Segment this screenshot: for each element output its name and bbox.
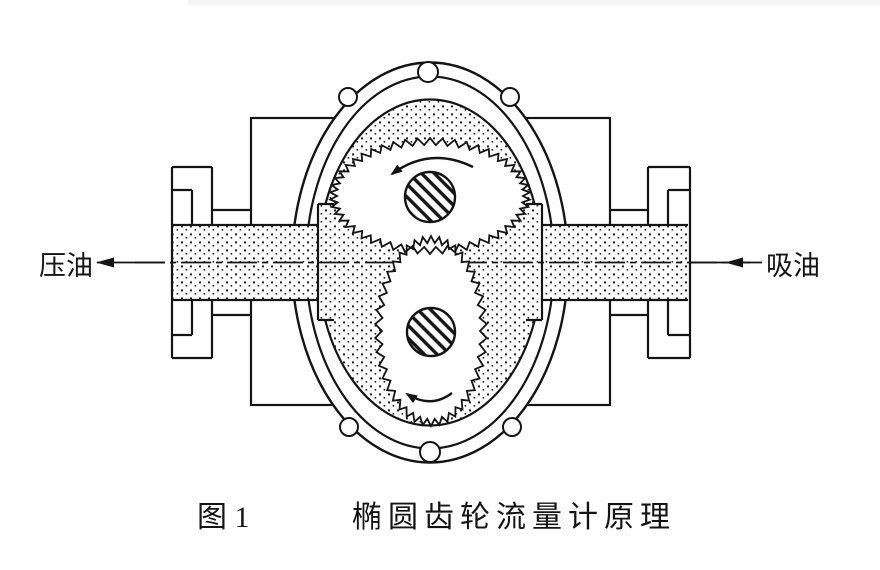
bolt-hole <box>338 87 358 107</box>
bottom-gear-teeth <box>373 234 489 428</box>
bolt-hole <box>339 417 359 437</box>
pipe-bore-walls <box>172 223 688 302</box>
pipe-outer-walls <box>212 208 648 317</box>
bottom-gear-shaft <box>405 306 457 358</box>
bolt-hole <box>417 61 439 83</box>
figure-number-label: 图 1 <box>197 501 250 534</box>
page-top-strip <box>188 0 880 5</box>
rotation-ccw-arrow-icon <box>390 156 474 176</box>
bolt-holes <box>338 61 522 463</box>
bolt-hole <box>419 441 441 463</box>
figure-caption-title: 椭圆齿轮流量计原理 <box>352 501 676 534</box>
bolt-hole <box>500 87 520 107</box>
top-gear-shaft <box>403 170 457 224</box>
pressure-oil-label: 压油 <box>39 251 93 281</box>
suction-oil-label: 吸油 <box>766 251 820 281</box>
rotation-cw-arrow-icon <box>405 392 453 404</box>
bolt-hole <box>502 417 522 437</box>
top-gear-teeth <box>328 136 532 256</box>
